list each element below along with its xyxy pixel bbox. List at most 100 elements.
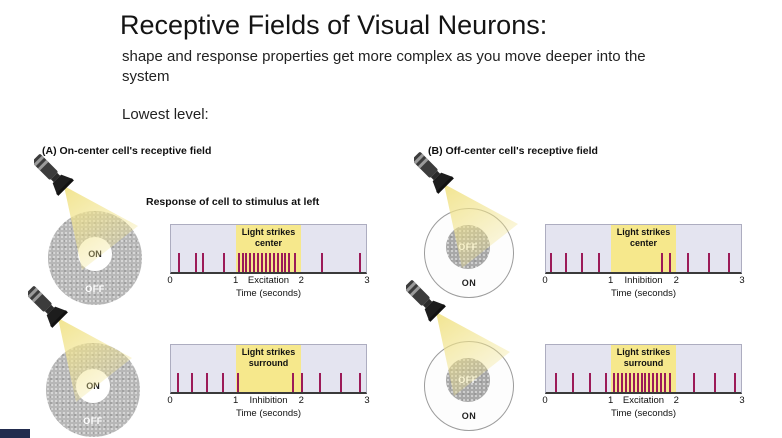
- spike: [628, 373, 631, 392]
- spike: [253, 253, 256, 272]
- spike: [245, 253, 248, 272]
- spike: [668, 253, 671, 272]
- off-center-field-top: OFF ON: [424, 208, 514, 298]
- stimulus-highlight-label: Light strikes center: [616, 227, 671, 248]
- x-tick: 0: [542, 275, 548, 286]
- panel-a-label: (A) On-center cell's receptive field: [42, 145, 212, 157]
- x-tick: 1: [608, 395, 614, 406]
- spike: [237, 253, 240, 272]
- spike: [241, 253, 244, 272]
- spike: [358, 373, 361, 392]
- spike: [598, 253, 601, 272]
- x-tick: 1: [608, 275, 614, 286]
- spike-raster: Light strikes surround: [170, 344, 367, 394]
- spike: [640, 373, 643, 392]
- spike-plot-a-surround: Light strikes surround 0 1 2 3 Inhibitio…: [167, 344, 370, 419]
- spike: [264, 253, 267, 272]
- spike: [223, 253, 226, 272]
- spike-plot-a-center: Light strikes center 0 1 2 3 Excitation …: [167, 224, 370, 299]
- x-tick: 0: [542, 395, 548, 406]
- x-tick: 0: [167, 275, 173, 286]
- x-tick: 2: [673, 395, 679, 406]
- spike: [190, 373, 193, 392]
- x-tick: 3: [364, 275, 370, 286]
- x-axis: 0 1 2 3 Excitation: [542, 395, 745, 407]
- spike: [632, 373, 635, 392]
- x-axis-label: Time (seconds): [610, 408, 677, 419]
- spike: [257, 253, 260, 272]
- on-center-field-bottom: ON OFF: [46, 343, 140, 437]
- spike-plot-b-center: Light strikes center 0 1 2 3 Inhibition …: [542, 224, 745, 299]
- spike: [272, 253, 275, 272]
- spike: [572, 373, 575, 392]
- spike: [288, 253, 291, 272]
- spike: [202, 253, 205, 272]
- x-tick: 2: [298, 395, 304, 406]
- spike: [624, 373, 627, 392]
- spike: [554, 373, 557, 392]
- field-center-label: OFF: [446, 225, 490, 269]
- x-tick: 0: [167, 395, 173, 406]
- spike: [714, 373, 716, 392]
- off-center-field-bottom: OFF ON: [424, 341, 514, 431]
- spike: [177, 253, 180, 272]
- spike-raster: Light strikes center: [545, 224, 742, 274]
- field-center-label: OFF: [446, 358, 490, 402]
- panel-b-label: (B) Off-center cell's receptive field: [428, 145, 598, 157]
- x-axis: 0 1 2 3 Inhibition: [542, 275, 745, 287]
- x-tick: 2: [673, 275, 679, 286]
- spike: [261, 253, 263, 272]
- spike: [660, 253, 663, 272]
- stimulus-highlight: Light strikes center: [610, 225, 676, 272]
- field-surround-label: OFF: [83, 416, 103, 426]
- spike: [236, 373, 239, 392]
- spike: [358, 253, 361, 272]
- spike: [656, 373, 659, 392]
- stimulus-highlight-label: Light strikes surround: [616, 347, 671, 368]
- spike: [660, 373, 663, 392]
- response-label: Excitation: [622, 395, 665, 406]
- stimulus-highlight-label: Light strikes surround: [241, 347, 296, 368]
- spike: [686, 253, 689, 272]
- field-surround-label: ON: [461, 278, 477, 288]
- response-label: Inhibition: [624, 275, 663, 286]
- corner-artifact: [0, 429, 30, 438]
- x-tick: 1: [233, 275, 239, 286]
- response-heading: Response of cell to stimulus at left: [146, 196, 320, 208]
- x-tick: 3: [739, 395, 745, 406]
- spike: [613, 373, 616, 392]
- spike-raster: Light strikes surround: [545, 344, 742, 394]
- field-surround-label: OFF: [85, 284, 105, 294]
- spike: [293, 253, 296, 272]
- field-center-label: ON: [78, 237, 112, 271]
- x-tick: 3: [739, 275, 745, 286]
- spike: [644, 373, 647, 392]
- spike: [604, 373, 607, 392]
- response-label: Excitation: [247, 275, 290, 286]
- spike: [621, 373, 624, 392]
- x-axis-label: Time (seconds): [235, 408, 302, 419]
- flashlight-body: [414, 152, 454, 194]
- level-label: Lowest level:: [122, 106, 209, 123]
- spike-raster: Light strikes center: [170, 224, 367, 274]
- x-axis: 0 1 2 3 Inhibition: [167, 395, 369, 407]
- spike: [550, 253, 553, 272]
- spike-plot-b-surround: Light strikes surround 0 1 2 3 Excitatio…: [542, 344, 745, 419]
- spike: [292, 373, 295, 392]
- spike: [589, 373, 592, 392]
- subtitle: shape and response properties get more c…: [122, 48, 646, 86]
- x-axis-label: Time (seconds): [610, 288, 677, 299]
- spike: [652, 373, 655, 392]
- spike: [340, 373, 343, 392]
- spike: [564, 253, 567, 272]
- stimulus-highlight-label: Light strikes center: [241, 227, 296, 248]
- spike: [733, 373, 736, 392]
- spike: [206, 373, 209, 392]
- spike: [222, 373, 224, 392]
- spike: [301, 373, 304, 392]
- flashlight-body: [34, 154, 74, 196]
- field-center-label: ON: [76, 369, 110, 403]
- spike: [194, 253, 197, 272]
- spike: [668, 373, 671, 392]
